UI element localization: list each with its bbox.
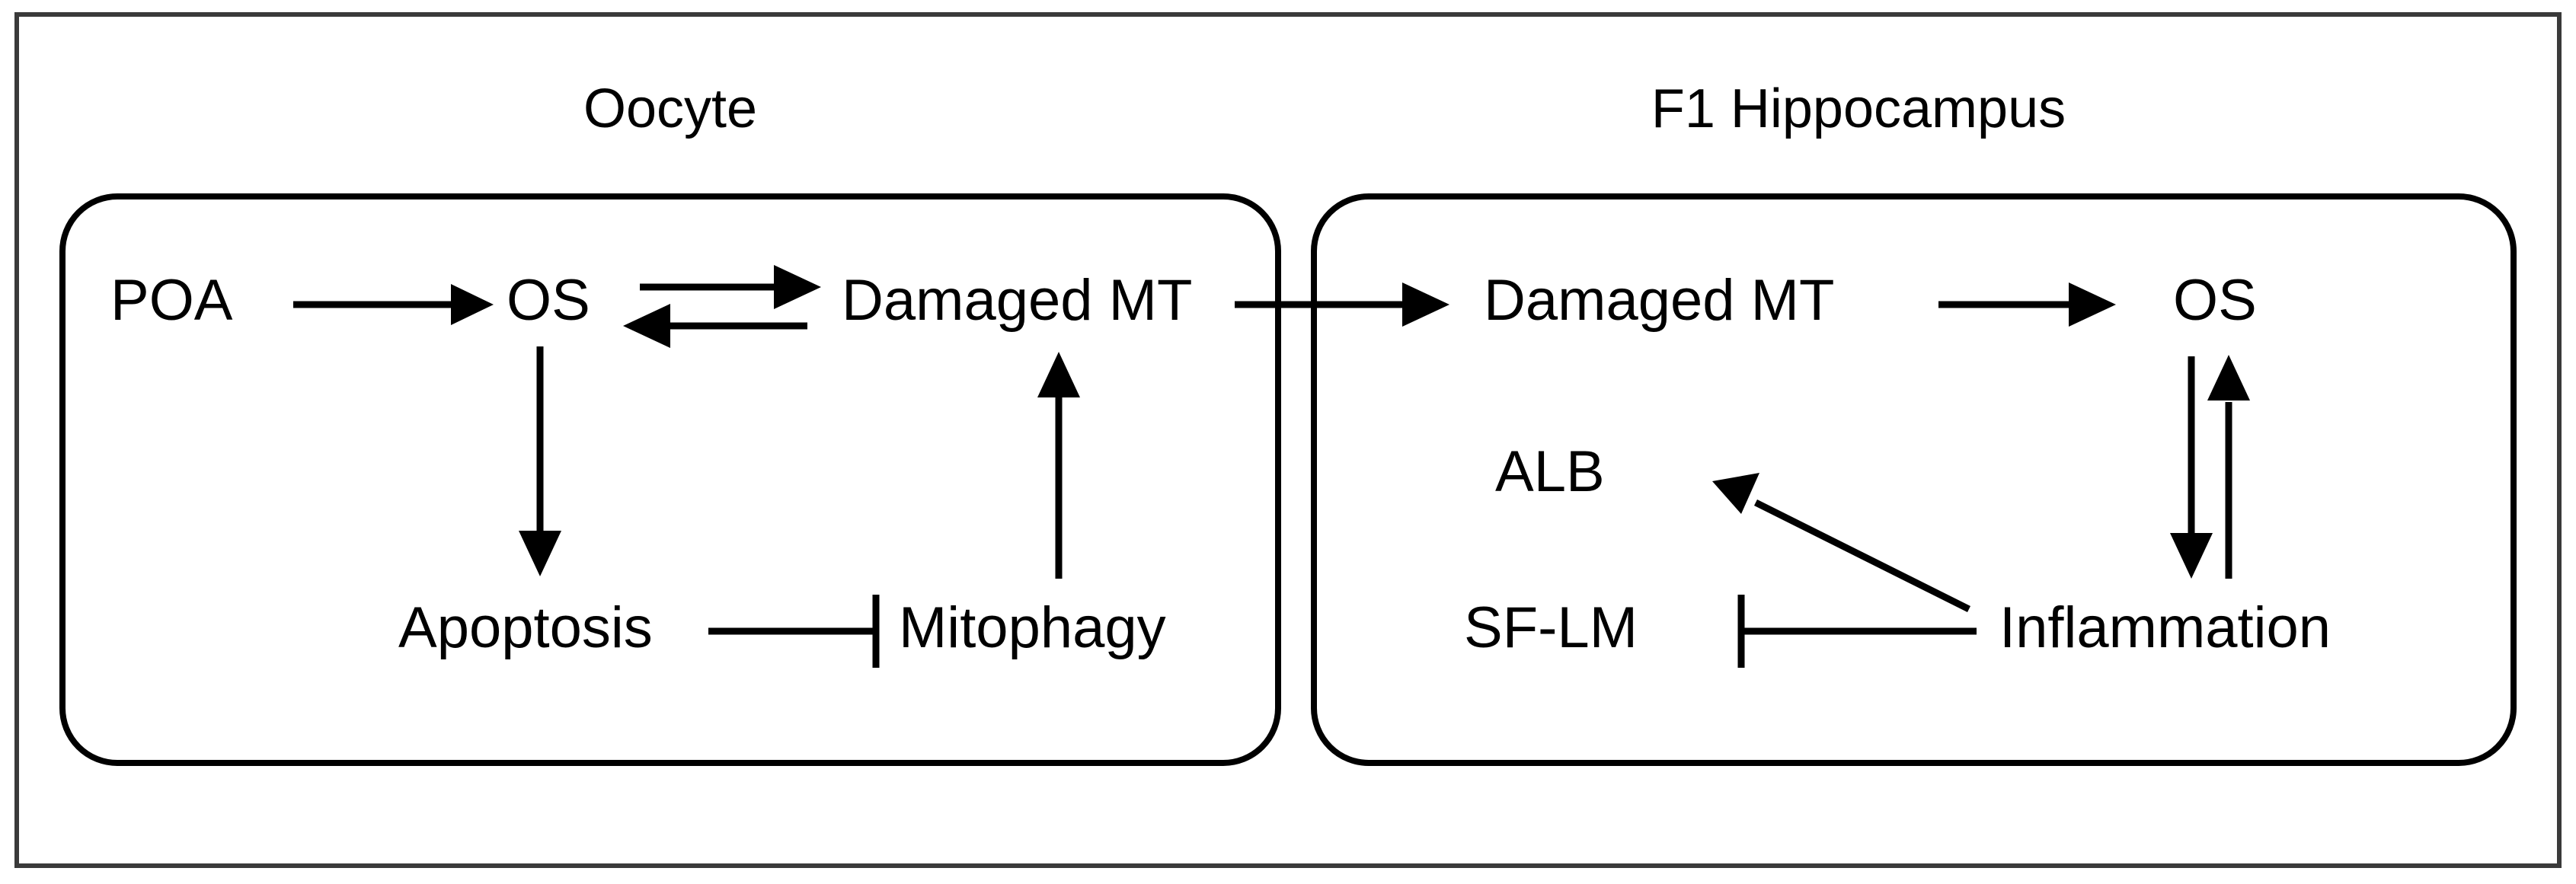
edge-os-to-damaged-mt [640, 265, 821, 309]
edge-inflammation-to-os [2207, 355, 2250, 579]
outer-frame [14, 12, 2562, 868]
node-sf-lm: SF-LM [1464, 595, 1638, 660]
compartment-f1-hippocampus [1311, 193, 2517, 766]
node-apoptosis: Apoptosis [398, 595, 653, 660]
edge-poa-to-os [293, 284, 494, 325]
node-mitophagy: Mitophagy [899, 595, 1166, 660]
edge-cross-panel-damaged-mt [1235, 282, 1449, 327]
node-alb: ALB [1495, 439, 1605, 504]
edge-inflammation-inhibits-sf-lm [1737, 595, 1977, 668]
node-os-left: OS [507, 268, 590, 333]
edge-damaged-mt-to-os-right [1938, 282, 2116, 327]
node-inflammation: Inflammation [1999, 595, 2331, 660]
edge-inflammation-to-alb [1712, 473, 1971, 613]
edge-os-to-inflammation [2170, 356, 2213, 579]
node-poa: POA [110, 268, 233, 333]
edge-damaged-mt-to-os [623, 304, 807, 348]
node-damaged-mt-left: Damaged MT [842, 268, 1192, 333]
node-os-right: OS [2173, 268, 2257, 333]
compartment-oocyte [59, 193, 1281, 766]
panel-title-oocyte: Oocyte [583, 78, 757, 139]
node-damaged-mt-right: Damaged MT [1484, 268, 1834, 333]
panel-title-f1-hippocampus: F1 Hippocampus [1651, 78, 2066, 139]
edge-mitophagy-inhibits-apoptosis [708, 595, 880, 668]
edge-mitophagy-to-damaged-mt [1037, 352, 1080, 579]
edge-os-to-apoptosis [519, 346, 561, 576]
